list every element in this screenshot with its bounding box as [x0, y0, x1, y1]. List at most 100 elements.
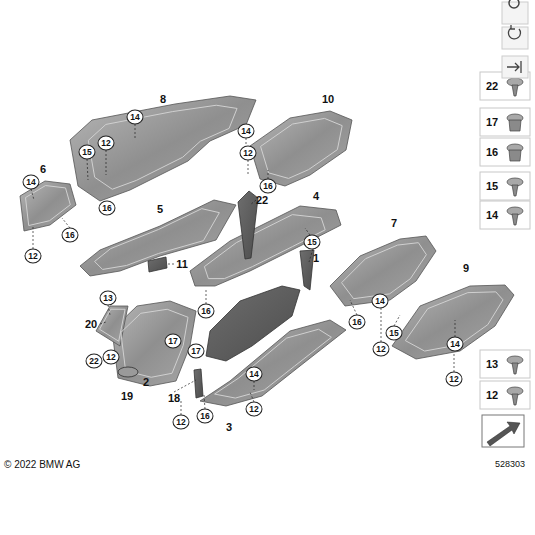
callout-number: 10 [322, 94, 334, 105]
leader-line [181, 400, 182, 415]
callout-number: 18 [168, 393, 180, 404]
toolbar-button [502, 2, 528, 24]
callout-circle-number: 15 [79, 145, 96, 160]
callout-circle-number: 14 [238, 124, 255, 139]
bracket-11 [148, 257, 167, 272]
callout-number: 17 [486, 117, 498, 128]
callout-number: 22 [486, 81, 498, 92]
callout-circle-number: 17 [188, 344, 205, 359]
callout-number: 2 [143, 377, 149, 388]
callout-circle-number: 14 [447, 337, 464, 352]
callout-number: 22 [256, 195, 268, 206]
callout-circle-number: 15 [304, 235, 321, 250]
leader-line [87, 159, 88, 180]
callout-circle-number: 12 [246, 402, 263, 417]
callout-number: 14 [486, 210, 498, 221]
fastener-key-box [480, 381, 530, 409]
callout-number: 5 [157, 204, 163, 215]
underbody-panel-10 [250, 111, 352, 186]
view-direction-box [482, 415, 524, 447]
callout-circle-number: 12 [25, 249, 42, 264]
leader-line [250, 200, 256, 205]
callout-circle-number: 16 [349, 315, 366, 330]
callout-number: 20 [85, 319, 97, 330]
leader-line [33, 225, 34, 249]
panel-relief [26, 186, 71, 226]
fastener-body [509, 120, 521, 131]
fastener-body [509, 150, 521, 161]
bracket-1 [300, 250, 314, 290]
callout-circle-number: 14 [23, 175, 40, 190]
leader-line [394, 315, 400, 326]
callout-circle-number: 14 [127, 110, 144, 125]
fastener-key-box [480, 172, 530, 200]
callout-number: 11 [176, 259, 188, 270]
toolbar-button [502, 27, 528, 49]
callout-circle-number: 16 [198, 304, 215, 319]
leader-line [135, 124, 136, 140]
fastener-icon [507, 356, 523, 374]
fastener-body [512, 214, 518, 225]
leader-line [206, 288, 207, 304]
panel-relief [405, 292, 503, 351]
panel-relief [261, 118, 343, 178]
callout-circle-number: 15 [386, 326, 403, 341]
callout-number: 8 [160, 94, 166, 105]
fastener-icon [507, 178, 523, 196]
leader-line [174, 380, 196, 392]
callout-circle-number: 12 [98, 136, 115, 151]
bracket-18 [194, 369, 203, 398]
fastener-body [512, 85, 518, 96]
leader-line [31, 189, 34, 200]
panel-20 [96, 306, 128, 346]
plug-19 [118, 367, 138, 377]
panel-relief [88, 105, 237, 189]
callout-circle-number: 22 [86, 354, 103, 369]
callout-circle-number: 12 [103, 350, 120, 365]
reset-icon [508, 25, 520, 39]
leader-line [246, 138, 247, 145]
callout-circle-number: 12 [240, 146, 257, 161]
leader-line [309, 249, 313, 262]
fastener-key-box [480, 108, 530, 136]
callout-number: 4 [313, 191, 319, 202]
search-icon [509, 0, 519, 8]
leader-line [254, 381, 255, 390]
leader-line [166, 264, 174, 265]
callout-number: 9 [463, 263, 469, 274]
callout-number: 7 [391, 218, 397, 229]
leader-line [350, 300, 357, 315]
tunnel-cover-1 [206, 286, 300, 361]
callout-circle-number: 16 [260, 179, 277, 194]
note-text: 528303 [495, 460, 525, 469]
leader-line [455, 320, 456, 337]
underbody-panel-8 [70, 96, 256, 201]
toolbar-button [502, 56, 528, 78]
callout-circle-number: 14 [372, 294, 389, 309]
callout-circle-number: 17 [165, 334, 182, 349]
fastener-key-box [480, 201, 530, 229]
leader-line [108, 305, 110, 315]
collapse-icon [507, 61, 521, 73]
leader-line [62, 218, 70, 228]
panel-relief [342, 243, 427, 299]
callout-number: 13 [486, 359, 498, 370]
panel-relief [100, 309, 126, 341]
bracket-22 [238, 191, 258, 259]
fastener-body [512, 394, 518, 405]
callout-number: 15 [486, 181, 498, 192]
callout-number: 16 [486, 147, 498, 158]
callout-circle-number: 16 [62, 228, 79, 243]
leader-line [250, 392, 254, 402]
fastener-icon [507, 207, 523, 225]
callout-number: 12 [486, 390, 498, 401]
callout-number: 3 [226, 422, 232, 433]
fastener-key-box [480, 138, 530, 166]
fastener-icon [507, 78, 523, 96]
leader-line [248, 160, 249, 175]
callout-circle-number: 16 [99, 201, 116, 216]
callout-circle-number: 12 [373, 342, 390, 357]
underbody-panel-4 [190, 206, 341, 286]
